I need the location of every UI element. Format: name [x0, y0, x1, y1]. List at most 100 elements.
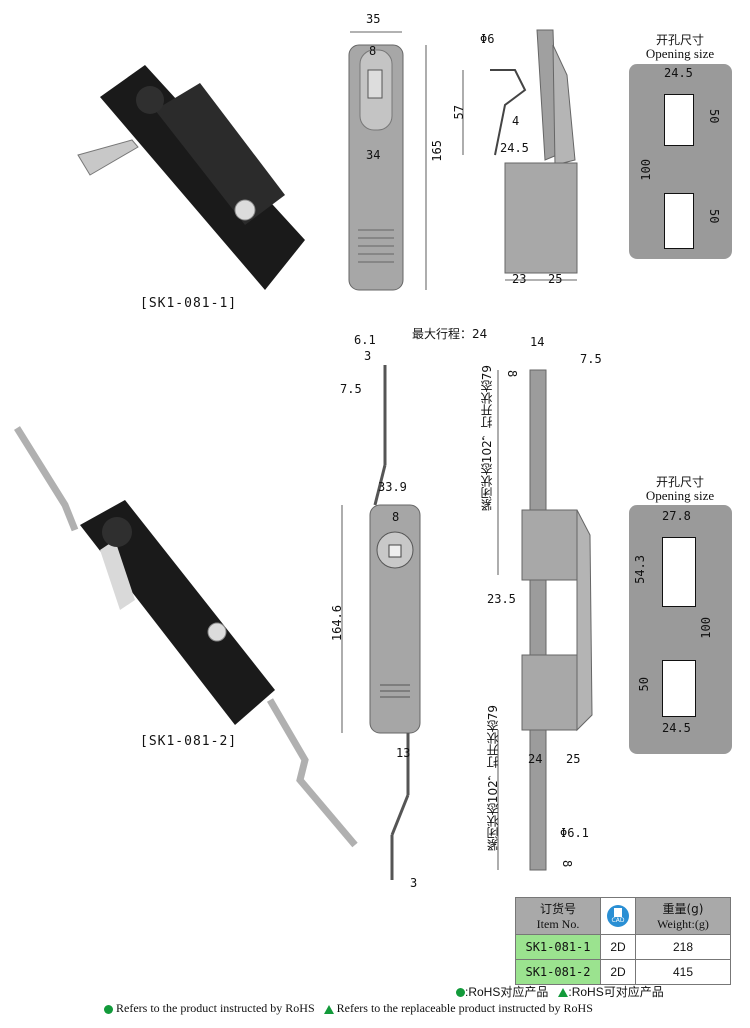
product-photo-1 [77, 65, 305, 290]
latch-profile [490, 69, 527, 156]
dim-24-5: 24.5 [500, 141, 529, 155]
opening-pitch: 100 [699, 617, 713, 639]
opening-pitch: 100 [639, 159, 653, 181]
opening-title-1: 开孔尺寸 Opening size [630, 33, 730, 61]
cad-value: 2D [600, 959, 636, 985]
side-handle [552, 44, 576, 166]
opening-title-cn: 开孔尺寸 [655, 475, 704, 489]
dim-width: 35 [366, 12, 381, 26]
plate [100, 540, 135, 610]
dim-14: 14 [530, 335, 545, 349]
grip-lines [358, 229, 394, 263]
max-stroke: 最大行程：24 [412, 327, 488, 341]
dim-24: 24 [528, 752, 543, 766]
cam-slot [367, 69, 383, 99]
rohs-en-text: Refers to the product instructed by RoHS [116, 1001, 315, 1015]
col-weight-cn: 重量(g) [662, 902, 704, 916]
dim-angle: 7.5 [580, 352, 602, 366]
dim-3: 3 [364, 349, 372, 363]
rod [373, 464, 387, 506]
replace-cn-text: :RoHS可对应产品 [568, 985, 664, 999]
col-weight: 重量(g) Weight:(g) [635, 897, 731, 935]
dim-23-5: 23.5 [487, 592, 516, 606]
dim-7-5: 7.5 [340, 382, 362, 396]
keyhole-icon [234, 199, 256, 221]
dim-6-1: 6.1 [354, 333, 376, 347]
item-no: SK1-081-2 [515, 959, 601, 985]
side-view-2 [497, 369, 593, 871]
weight-value: 218 [635, 934, 731, 960]
rod-top [14, 426, 79, 532]
col-weight-en: Weight:(g) [657, 917, 709, 931]
handle-body [80, 500, 275, 725]
dim-inner: 34 [366, 148, 381, 162]
rohs-triangle-icon [558, 988, 569, 998]
front-view-1 [348, 31, 427, 291]
dim-hole2: 8 [560, 860, 574, 868]
opening-h1: 54.3 [633, 555, 647, 584]
opening-w: 24.5 [664, 66, 693, 80]
rohs-triangle-icon [323, 1004, 334, 1014]
dim-dia-6-1: Φ6.1 [560, 826, 589, 840]
hole-top [664, 94, 694, 146]
hole-bottom [664, 193, 694, 249]
dim-13: 13 [396, 746, 411, 760]
handle-side [576, 509, 593, 732]
dim-33-9: 33.9 [378, 480, 407, 494]
table-row: SK1-081-1 2D 218 [515, 934, 731, 960]
side-base [504, 162, 578, 274]
opening-title-en: Opening size [645, 488, 715, 503]
rod-side [529, 369, 547, 871]
cad-value: 2D [600, 934, 636, 960]
side-view-1 [462, 29, 578, 281]
dim-23: 23 [512, 272, 527, 286]
col-cad: CAD [600, 897, 636, 935]
cad-icon: CAD [607, 905, 629, 927]
dim-4: 4 [512, 114, 520, 128]
grip-lines [380, 684, 410, 698]
state-bottom: 紧闭状态102，打开状态79 [486, 705, 500, 852]
replace-en-text: Refers to the replaceable product instru… [336, 1001, 593, 1015]
product-code-2: [SK1-081-2] [140, 734, 238, 749]
rohs-dot-icon [104, 1004, 113, 1014]
keyhole-icon [207, 622, 227, 642]
dim-height: 165 [430, 140, 444, 162]
dim-25b: 25 [566, 752, 581, 766]
dim-25: 25 [548, 272, 563, 286]
opening-w-bottom: 24.5 [662, 721, 691, 735]
cam-slot [388, 544, 402, 558]
rohs-dot-icon [456, 988, 465, 998]
dim-hole: 8 [505, 370, 519, 378]
opening-panel-1: 24.5 50 100 50 [629, 64, 732, 259]
opening-w-top: 27.8 [662, 509, 691, 523]
cad-label: CAD [611, 917, 625, 924]
spec-table: 订货号 Item No. CAD 重量(g) Weight:(g) SK1-08… [515, 897, 731, 985]
cap [136, 86, 164, 114]
handle-grip [155, 83, 285, 225]
col-item-en: Item No. [536, 917, 580, 931]
state-top: 紧闭状态102，打开状态79 [480, 365, 494, 512]
dim-164-6: 164.6 [330, 605, 344, 642]
dim-dia: Φ6 [480, 32, 495, 46]
weight-value: 415 [635, 959, 731, 985]
dim-cam-8: 8 [392, 510, 400, 524]
opening-h2: 50 [637, 677, 651, 692]
dim-57: 57 [452, 105, 466, 120]
product-code-1: [SK1-081-1] [140, 296, 238, 311]
legend-rohs-cn: :RoHS对应产品 :RoHS可对应产品 [456, 983, 664, 1000]
legend-rohs-en: Refers to the product instructed by RoHS… [104, 1001, 593, 1016]
opening-h1: 50 [707, 109, 721, 124]
opening-title-2: 开孔尺寸 Opening size [630, 475, 730, 503]
col-item: 订货号 Item No. [515, 897, 601, 935]
rod-bottom [266, 698, 358, 848]
opening-title-cn: 开孔尺寸 [655, 33, 704, 47]
opening-title-en: Opening size [645, 46, 715, 61]
handle-body [100, 65, 305, 290]
hole-bottom [662, 660, 696, 717]
opening-panel-2: 27.8 54.3 100 50 24.5 [629, 505, 732, 754]
dim-cam: 8 [369, 44, 377, 58]
lower-block [521, 654, 578, 731]
product-photo-2 [14, 426, 358, 848]
latch-tongue [77, 139, 139, 176]
table-header: 订货号 Item No. CAD 重量(g) Weight:(g) [515, 897, 731, 935]
